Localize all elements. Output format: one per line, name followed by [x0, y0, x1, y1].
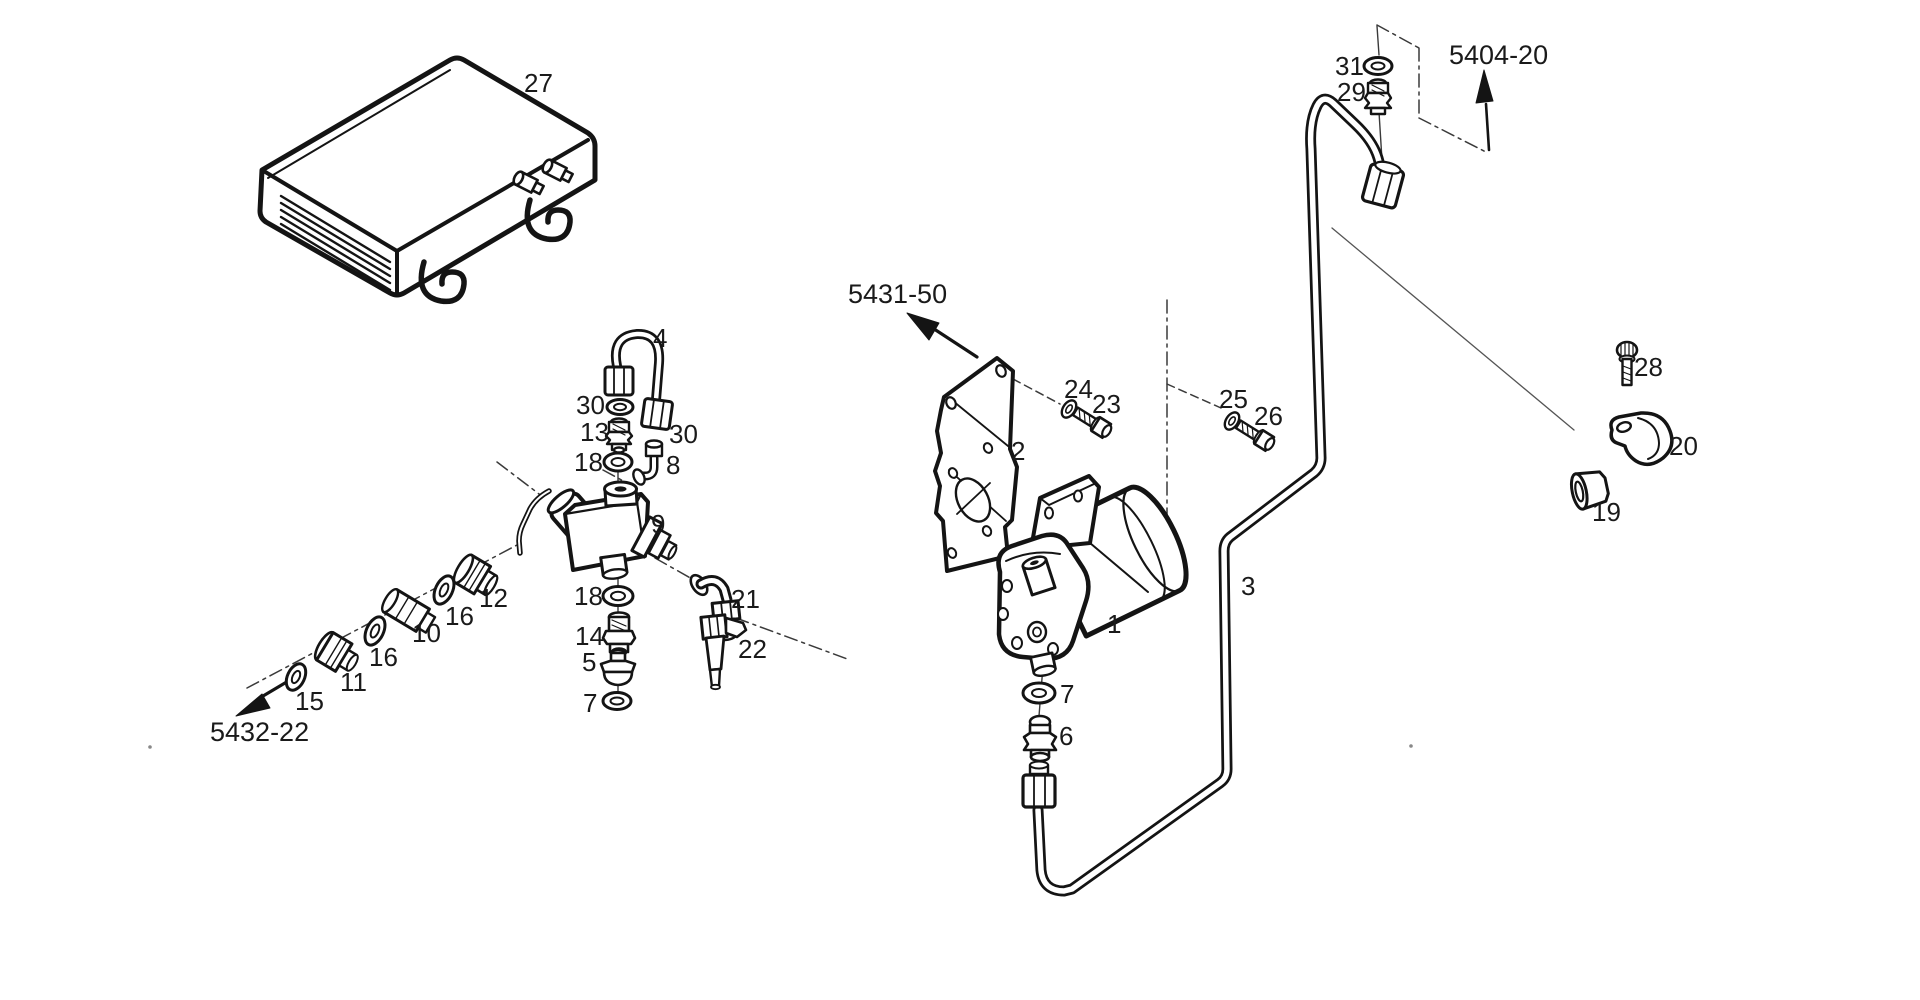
part-4-u-pipe	[603, 329, 674, 431]
callout-part-30-b: 30	[669, 419, 698, 449]
callout-part-24: 24	[1064, 374, 1093, 404]
callout-part-2: 2	[1011, 436, 1026, 466]
callout-part-30-a: 30	[576, 390, 605, 420]
part-18-washer-a	[602, 451, 634, 473]
callout-part-20: 20	[1669, 431, 1698, 461]
cooler-grille-slats	[279, 194, 392, 292]
callout-part-21: 21	[731, 584, 760, 614]
part-22-nozzle	[699, 613, 748, 691]
callout-part-9: 9	[651, 509, 666, 539]
callout-part-19: 19	[1592, 497, 1621, 527]
callout-part-1: 1	[1107, 609, 1122, 639]
ref-arrow-5432-22	[235, 678, 292, 717]
ref-arrow-5404-20	[1475, 69, 1494, 152]
pipe-top-nut	[1360, 160, 1406, 210]
part-25-washer	[1223, 411, 1241, 431]
callout-part-6: 6	[1059, 721, 1074, 751]
part-12-fitting	[452, 553, 499, 597]
part-18-washer-b	[601, 585, 635, 607]
part-26-screw	[1234, 419, 1276, 453]
part-7-washer-b	[1021, 681, 1057, 705]
callout-part-16-b: 16	[369, 642, 398, 672]
callout-part-28: 28	[1634, 352, 1663, 382]
part-28-screw	[1615, 340, 1639, 387]
part-7-washer-a	[601, 691, 633, 711]
callout-part-5: 5	[582, 647, 597, 677]
pipe-bottom-nut	[1021, 760, 1057, 809]
ref-code-5432-22: 5432-22	[210, 717, 310, 747]
callout-part-8: 8	[666, 450, 681, 480]
part-27-cooler-box	[257, 55, 598, 305]
callout-part-16-a: 16	[445, 601, 474, 631]
callout-part-7-a: 7	[583, 688, 598, 718]
part-9-valve	[516, 480, 678, 580]
callout-part-15: 15	[295, 686, 324, 716]
part-3-pipe	[1021, 93, 1406, 897]
part-30-washer-a	[605, 398, 635, 416]
ref-code-5404-20: 5404-20	[1449, 40, 1549, 70]
part-13-fitting	[604, 417, 634, 454]
callout-part-25: 25	[1219, 384, 1248, 414]
part-19-bushing	[1569, 470, 1610, 511]
callout-part-7-b: 7	[1060, 679, 1075, 709]
part-16-washer-a	[432, 574, 456, 606]
part-20-clamp	[1609, 411, 1674, 467]
callout-part-10: 10	[412, 618, 441, 648]
callout-part-18-a: 18	[574, 447, 603, 477]
scan-tick-mark	[1409, 744, 1413, 748]
callout-part-26: 26	[1254, 401, 1283, 431]
part-2-bracket	[933, 356, 1019, 573]
callout-part-29: 29	[1337, 77, 1366, 107]
cooler-connector-icon	[512, 170, 545, 196]
ref-code-5431-50: 5431-50	[848, 279, 948, 309]
callout-part-27: 27	[524, 68, 553, 98]
part-29-fitting	[1363, 78, 1393, 116]
part-15-washer	[284, 662, 308, 692]
part-10-fitting	[380, 588, 437, 634]
callout-part-23: 23	[1092, 389, 1121, 419]
part-11-fitting	[313, 630, 359, 673]
callout-part-12: 12	[479, 583, 508, 613]
callout-part-14: 14	[575, 621, 604, 651]
part-16-washer-b	[363, 615, 387, 647]
callout-part-22: 22	[738, 634, 767, 664]
part-1-pump	[996, 474, 1189, 677]
scan-tick-mark	[148, 745, 152, 749]
callout-part-4: 4	[653, 323, 668, 353]
part-5-fitting	[599, 648, 637, 687]
part-8-elbow	[632, 439, 664, 486]
valve-drain-rod	[516, 488, 552, 556]
ref-arrow-5431-50	[906, 312, 979, 359]
callout-part-3: 3	[1241, 571, 1256, 601]
cooler-mounting-feet	[418, 197, 573, 305]
cooler-connector-icon	[541, 158, 574, 184]
part-6-fitting	[1022, 714, 1058, 763]
callout-part-18-b: 18	[574, 581, 603, 611]
callout-part-31: 31	[1335, 51, 1364, 81]
callout-part-11: 11	[340, 667, 367, 697]
part-31-washer	[1362, 56, 1394, 76]
part-23-screw	[1071, 406, 1113, 440]
callout-part-13: 13	[580, 417, 609, 447]
